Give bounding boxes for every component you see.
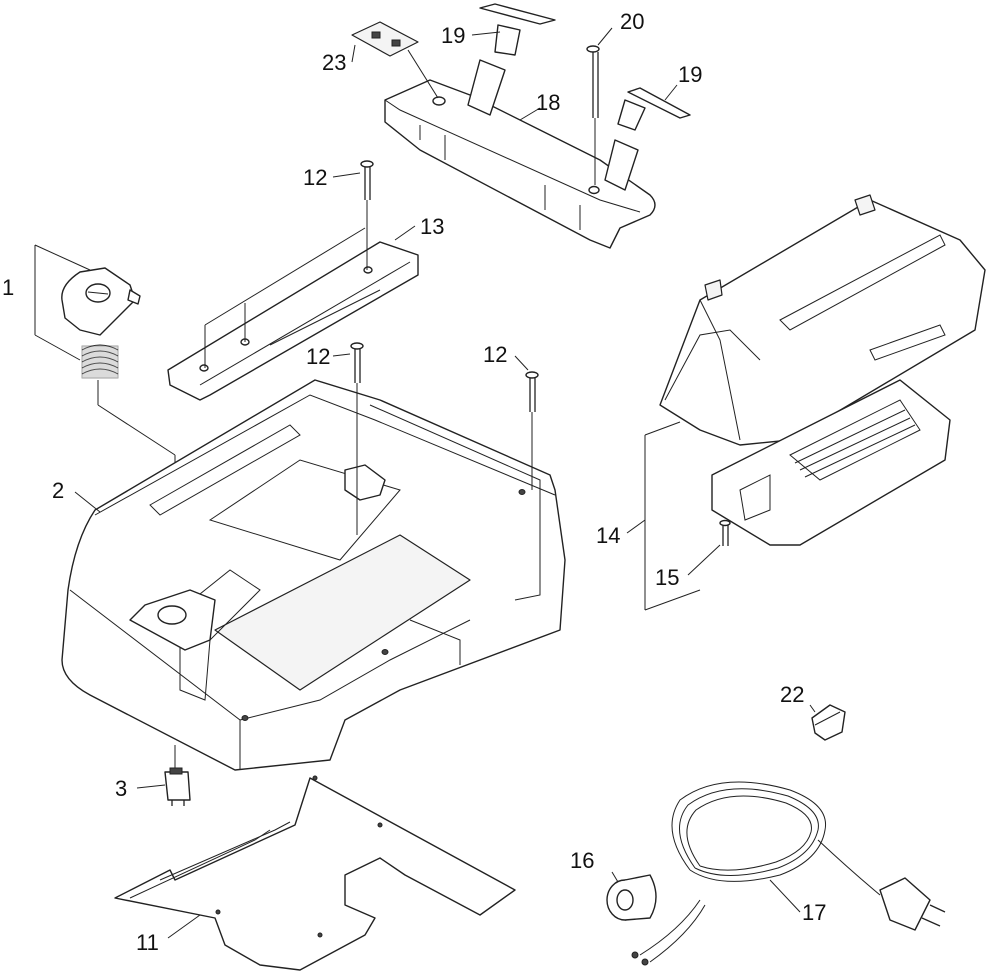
part-19-right-post (604, 87, 691, 191)
part-14-cover-assembly (659, 194, 986, 446)
callout-14: 14 (596, 523, 620, 548)
part-20-long-screw (586, 45, 600, 185)
callout-11: 11 (136, 930, 159, 955)
callout-12-right: 12 (483, 342, 507, 367)
part-11-base-plate (114, 775, 516, 971)
callout-23: 23 (322, 50, 346, 75)
part-23-label-sticker (351, 21, 439, 99)
callout-19-right: 19 (678, 62, 702, 87)
callout-15: 15 (655, 565, 679, 590)
part-14-base-tray (711, 379, 951, 546)
callout-1: 1 (2, 275, 14, 300)
callout-22: 22 (780, 682, 804, 707)
callout-19-left: 19 (441, 23, 465, 48)
part-12-screw-middle (350, 342, 364, 535)
part-19-left-post (467, 3, 556, 116)
leader-lines (74, 27, 816, 939)
callout-labels: 1 2 3 11 12 12 12 13 14 15 16 17 18 19 1… (2, 9, 826, 955)
callout-2: 2 (52, 478, 64, 503)
part-16-ferrite-core (606, 874, 657, 921)
part-3-switch (164, 745, 191, 806)
part-22-clip (811, 704, 846, 741)
callout-12-middle: 12 (306, 344, 330, 369)
part-15-screw (719, 519, 731, 546)
part-2-main-housing (61, 379, 566, 771)
part-12-screw-top (204, 160, 374, 368)
callout-13: 13 (420, 214, 444, 239)
callout-12-top: 12 (303, 165, 327, 190)
spring-coil (81, 344, 119, 379)
part-14-bracket (644, 421, 701, 611)
callout-16: 16 (570, 848, 594, 873)
part-13-top-plate (167, 241, 419, 401)
part-12-screw-right (525, 371, 539, 490)
part-17-power-cord (631, 781, 946, 966)
callout-18: 18 (536, 90, 560, 115)
callout-20: 20 (620, 9, 644, 34)
callout-3: 3 (115, 776, 127, 801)
callout-17: 17 (802, 900, 826, 925)
